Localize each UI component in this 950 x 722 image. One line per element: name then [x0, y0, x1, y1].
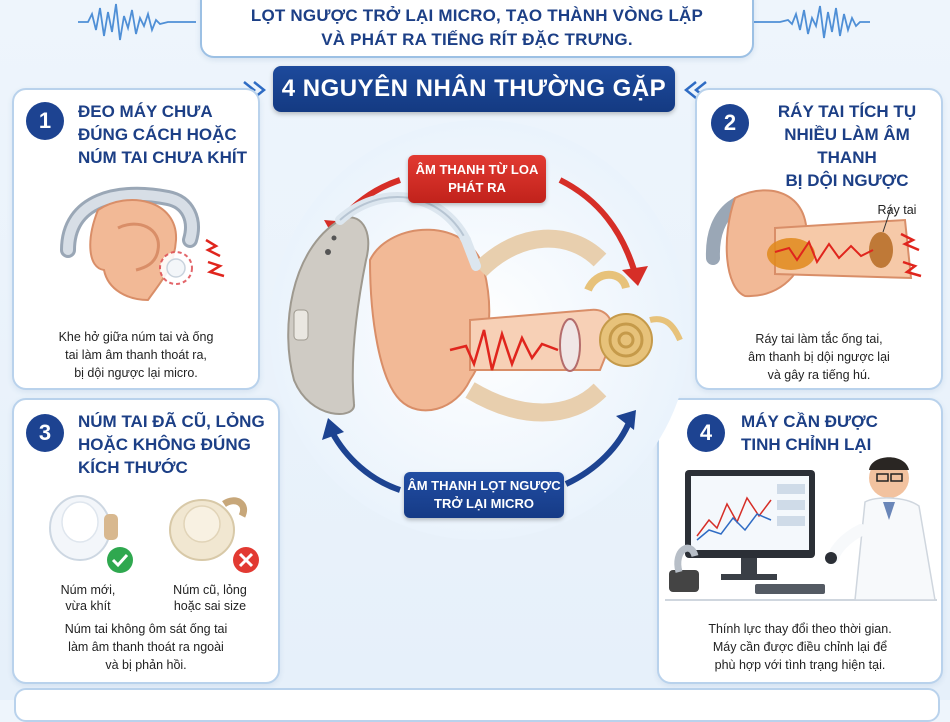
cause-number-4: 4: [687, 414, 725, 452]
cause-card-3: 3 NÚM TAI ĐÃ CŨ, LỎNG HOẶC KHÔNG ĐÚNG KÍ…: [12, 398, 280, 684]
cause-desc-3-line-2: làm âm thanh thoát ra ngoài: [68, 640, 224, 654]
cause-desc-4-line-3: phù hợp với tình trạng hiện tại.: [714, 658, 886, 672]
cause-title-2-line-1: RÁY TAI TÍCH TỤ: [777, 102, 917, 121]
new-tip-caption: Núm mới, vừa khít: [48, 582, 128, 614]
cause-card-4: 4 MÁY CẦN ĐƯỢC TINH CHỈNH LẠI Thính lực …: [657, 398, 943, 684]
header-line-2: VÀ PHÁT RA TIẾNG RÍT ĐẶC TRƯNG.: [321, 30, 633, 49]
cause-title-4-line-2: TINH CHỈNH LẠI: [741, 435, 872, 454]
cause-title-4: MÁY CẦN ĐƯỢC TINH CHỈNH LẠI: [741, 410, 901, 456]
cause-card-2: 2 RÁY TAI TÍCH TỤ NHIỀU LÀM ÂM THANH BỊ …: [695, 88, 943, 390]
cause-desc-4: Thính lực thay đổi theo thời gian. Máy c…: [667, 620, 933, 674]
cause-desc-2: Ráy tai làm tắc ống tai, âm thanh bị dội…: [707, 330, 931, 384]
cause-title-2-line-3: BỊ DỘI NGƯỢC: [785, 171, 909, 190]
waveform-left-icon: [78, 3, 196, 41]
header-line-1: LỌT NGƯỢC TRỞ LẠI MICRO, TẠO THÀNH VÒNG …: [250, 6, 704, 25]
cause-number-1: 1: [26, 102, 64, 140]
earwax-callout: Ráy tai: [877, 203, 917, 217]
cause-title-2-line-2: NHIỀU LÀM ÂM THANH: [784, 125, 910, 167]
feedback-loop-illustration: [287, 177, 683, 493]
cause-title-1-line-3: NÚM TAI CHƯA KHÍT: [78, 148, 247, 167]
old-ear-tip-illustration: [169, 497, 259, 573]
section-banner-title: 4 NGUYÊN NHÂN THƯỜNG GẶP: [281, 75, 667, 102]
cause-title-3-line-3: KÍCH THƯỚC: [78, 458, 188, 477]
old-tip-caption: Núm cũ, lỏng hoặc sai size: [160, 582, 260, 614]
cause-title-3: NÚM TAI ĐÃ CŨ, LỎNG HOẶC KHÔNG ĐÚNG KÍCH…: [78, 410, 274, 479]
cause-desc-1-line-2: tai làm âm thanh thoát ra,: [65, 348, 207, 362]
old-tip-caption-line-1: Núm cũ, lỏng: [173, 583, 247, 597]
cause-title-1: ĐEO MÁY CHƯA ĐÚNG CÁCH HOẶC NÚM TAI CHƯA…: [78, 100, 253, 169]
cause-title-3-line-1: NÚM TAI ĐÃ CŨ, LỎNG: [78, 412, 265, 431]
old-tip-caption-line-2: hoặc sai size: [173, 599, 247, 613]
waveform-right-icon: [752, 5, 870, 39]
cause-desc-3-line-1: Núm tai không ôm sát ống tai: [64, 622, 228, 636]
audiologist-adjusting-illustration: [665, 457, 937, 601]
cause-desc-3: Núm tai không ôm sát ống tai làm âm than…: [22, 620, 270, 674]
new-tip-caption-line-2: vừa khít: [65, 599, 111, 613]
cause-desc-2-line-1: Ráy tai làm tắc ống tai,: [755, 332, 883, 346]
microphone-feedback-label: ÂM THANH LỌT NGƯỢC TRỞ LẠI MICRO: [404, 472, 564, 518]
cause-title-1-line-1: ĐEO MÁY CHƯA: [78, 102, 213, 121]
ear-with-hearing-aid-illustration: [60, 186, 225, 302]
new-tip-caption-line-1: Núm mới,: [60, 583, 116, 597]
cause-desc-1-line-1: Khe hở giữa núm tai và ống: [58, 330, 214, 344]
cause-title-4-line-1: MÁY CẦN ĐƯỢC: [741, 412, 878, 431]
header-box: LỌT NGƯỢC TRỞ LẠI MICRO, TẠO THÀNH VÒNG …: [200, 0, 754, 58]
cause-desc-3-line-3: và bị phản hồi.: [105, 658, 187, 672]
bottom-panel: [14, 688, 940, 722]
cause-number-3: 3: [26, 414, 64, 452]
new-ear-tip-illustration: [49, 495, 133, 573]
cause-card-1: 1 ĐEO MÁY CHƯA ĐÚNG CÁCH HOẶC NÚM TAI CH…: [12, 88, 260, 390]
earwax-blockage-illustration: [705, 189, 922, 298]
cause-desc-2-line-2: âm thanh bị dội ngược lại: [748, 350, 890, 364]
cause-title-2: RÁY TAI TÍCH TỤ NHIỀU LÀM ÂM THANH BỊ DỘ…: [757, 100, 937, 192]
cause-desc-1: Khe hở giữa núm tai và ống tai làm âm th…: [24, 328, 248, 382]
cause-title-1-line-2: ĐÚNG CÁCH HOẶC: [78, 125, 237, 144]
cause-desc-1-line-3: bị dội ngược lại micro.: [74, 366, 198, 380]
cause-desc-4-line-2: Máy cần được điều chỉnh lại để: [712, 640, 888, 654]
cause-desc-4-line-1: Thính lực thay đổi theo thời gian.: [708, 622, 892, 636]
speaker-output-label: ÂM THANH TỪ LOA PHÁT RA: [408, 155, 546, 203]
section-banner: 4 NGUYÊN NHÂN THƯỜNG GẶP: [273, 66, 675, 112]
cause-title-3-line-2: HOẶC KHÔNG ĐÚNG: [78, 435, 251, 454]
cause-number-2: 2: [711, 104, 749, 142]
cause-desc-2-line-3: và gây ra tiếng hú.: [767, 368, 871, 382]
